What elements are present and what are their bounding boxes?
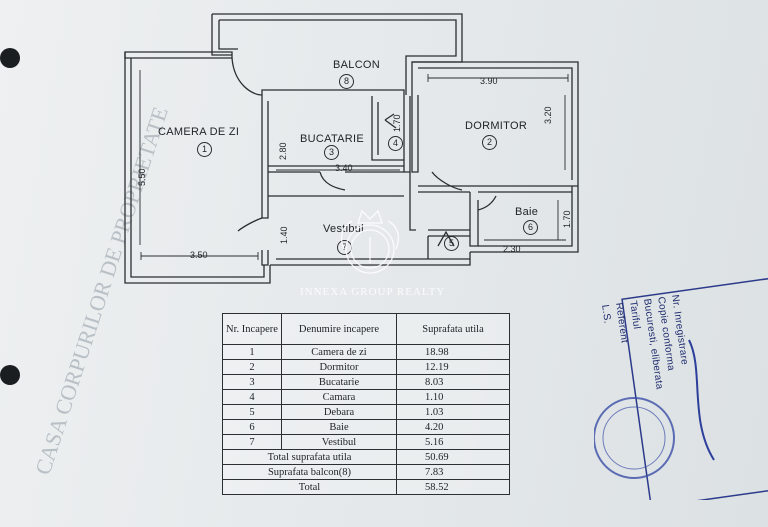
- room-label-camera-de-zi: CAMERA DE ZI: [158, 126, 240, 138]
- watermark-text: INNEXA GROUP REALTY: [300, 286, 446, 298]
- area-cell: 4.20: [396, 419, 510, 435]
- room-number-bucatarie: 3: [324, 145, 339, 160]
- room-number-debara: 5: [444, 236, 459, 251]
- room-number-baie: 6: [523, 220, 538, 235]
- dimension-vestibul-height: 1.40: [279, 226, 289, 244]
- area-cell: 1.03: [396, 404, 510, 420]
- room-label-bucatarie: BUCATARIE: [300, 133, 365, 145]
- room-number-balcon: 8: [339, 74, 354, 89]
- area-table: Nr. Incapere Denumire incapere Suprafata…: [222, 313, 510, 495]
- area-cell: 1.10: [396, 389, 510, 405]
- nr-cell: 6: [222, 419, 282, 435]
- table-header-row: Nr. Incapere Denumire incapere Suprafata…: [222, 313, 510, 345]
- name-cell: Camara: [281, 389, 397, 405]
- binder-hole-bottom: [0, 365, 20, 385]
- nr-cell: 2: [222, 359, 282, 375]
- total-label: Suprafata balcon(8): [222, 464, 397, 480]
- total-row: Total 58.52: [222, 479, 510, 495]
- nr-cell: 3: [222, 374, 282, 390]
- name-cell: Camera de zi: [281, 344, 397, 360]
- nr-cell: 4: [222, 389, 282, 405]
- name-cell: Vestibul: [281, 434, 397, 450]
- nr-cell: 7: [222, 434, 282, 450]
- dimension-bedroom-width: 3.90: [480, 76, 498, 86]
- room-label-dormitor: DORMITOR: [465, 120, 528, 132]
- room-number-camara: 4: [388, 136, 403, 151]
- room-label-baie: Baie: [515, 206, 539, 218]
- room-number-camera-de-zi: 1: [197, 142, 212, 157]
- area-cell: 8.03: [396, 374, 510, 390]
- nr-cell: 5: [222, 404, 282, 420]
- nr-cell: 1: [222, 344, 282, 360]
- dimension-bedroom-height: 3.20: [543, 106, 553, 124]
- name-cell: Dormitor: [281, 359, 397, 375]
- dimension-kitchen-height: 2.80: [278, 142, 288, 160]
- binder-hole-top: [0, 48, 20, 68]
- col-header-nr: Nr. Incapere: [222, 313, 282, 345]
- total-value: 58.52: [396, 479, 510, 495]
- room-number-dormitor: 2: [482, 135, 497, 150]
- area-cell: 12.19: [396, 359, 510, 375]
- area-cell: 18.98: [396, 344, 510, 360]
- dimension-kitchen-width: 3.40: [335, 163, 353, 173]
- dimension-living-height: 5.50: [137, 168, 147, 186]
- room-label-balcon: BALCON: [333, 59, 381, 71]
- total-value: 7.83: [396, 464, 510, 480]
- total-row: Total suprafata utila 50.69: [222, 449, 510, 465]
- dimension-bath-height: 1.70: [562, 210, 572, 228]
- crown-logo-icon: [340, 209, 400, 274]
- dimension-bath-width: 2.30: [503, 244, 521, 254]
- total-value: 50.69: [396, 449, 510, 465]
- registration-stamp: [594, 277, 768, 500]
- name-cell: Bucatarie: [281, 374, 397, 390]
- total-label: Total suprafata utila: [222, 449, 397, 465]
- total-label: Total: [222, 479, 397, 495]
- name-cell: Debara: [281, 404, 397, 420]
- col-header-suprafata: Suprafata utila: [396, 313, 510, 345]
- total-row: Suprafata balcon(8) 7.83: [222, 464, 510, 480]
- area-cell: 5.16: [396, 434, 510, 450]
- dimension-living-width: 3.50: [190, 250, 208, 260]
- col-header-denumire: Denumire incapere: [281, 313, 397, 345]
- dimension-camara-height: 1.70: [392, 114, 402, 132]
- name-cell: Baie: [281, 419, 397, 435]
